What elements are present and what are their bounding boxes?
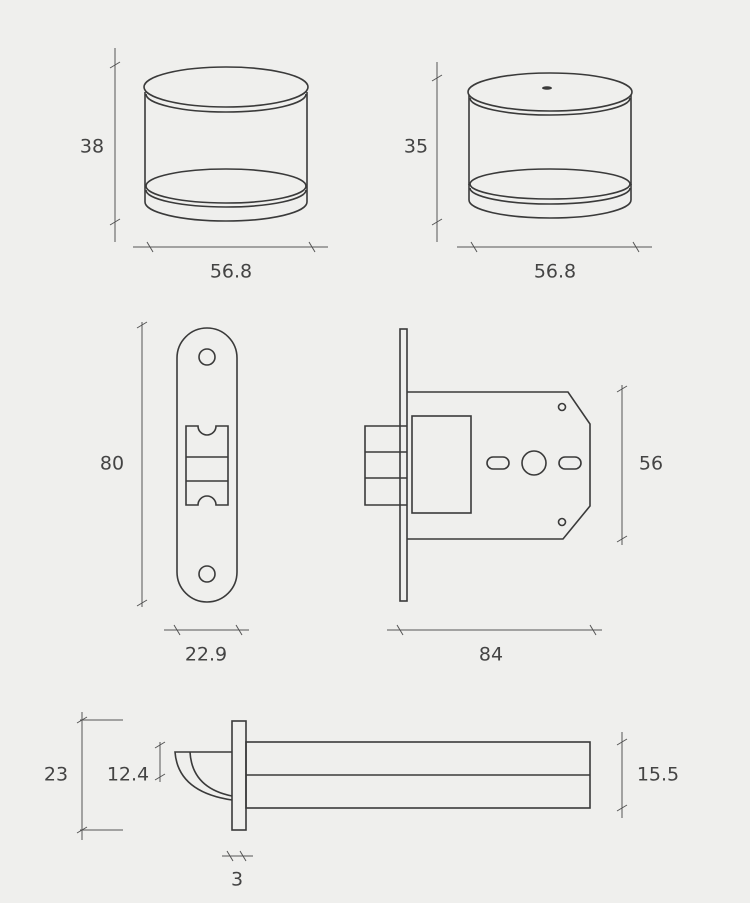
dim-strike-plate-height: 80 [100, 453, 124, 475]
dim-knob-right-height: 35 [404, 136, 428, 158]
dim-lock-body-height: 56 [639, 453, 663, 475]
lock-body-drawing [364, 328, 591, 602]
dim-lock-body-width: 84 [479, 644, 503, 666]
dim-latch-plate-height: 23 [44, 764, 68, 786]
strike-plate-dimensions: 80 22.9 [100, 321, 249, 666]
dim-knob-left-width: 56.8 [210, 261, 252, 283]
dim-latch-plate-thickness: 3 [231, 869, 243, 891]
knob-right-dimensions: 35 56.8 [404, 62, 652, 283]
dim-latch-bar-height: 15.5 [637, 764, 679, 786]
dim-knob-left-height: 38 [80, 136, 104, 158]
knob-left-drawing [143, 66, 309, 222]
knob-right-drawing [467, 72, 633, 219]
dim-knob-right-width: 56.8 [534, 261, 576, 283]
latch-drawing [174, 720, 591, 831]
dim-strike-plate-width: 22.9 [185, 644, 227, 666]
latch-dimensions: 23 12.4 15.5 3 [44, 712, 679, 891]
dim-latch-head-height: 12.4 [107, 764, 149, 786]
strike-plate-drawing [176, 327, 238, 603]
lock-body-dimensions: 56 84 [387, 385, 663, 666]
knob-left-dimensions: 38 56.8 [80, 48, 328, 283]
